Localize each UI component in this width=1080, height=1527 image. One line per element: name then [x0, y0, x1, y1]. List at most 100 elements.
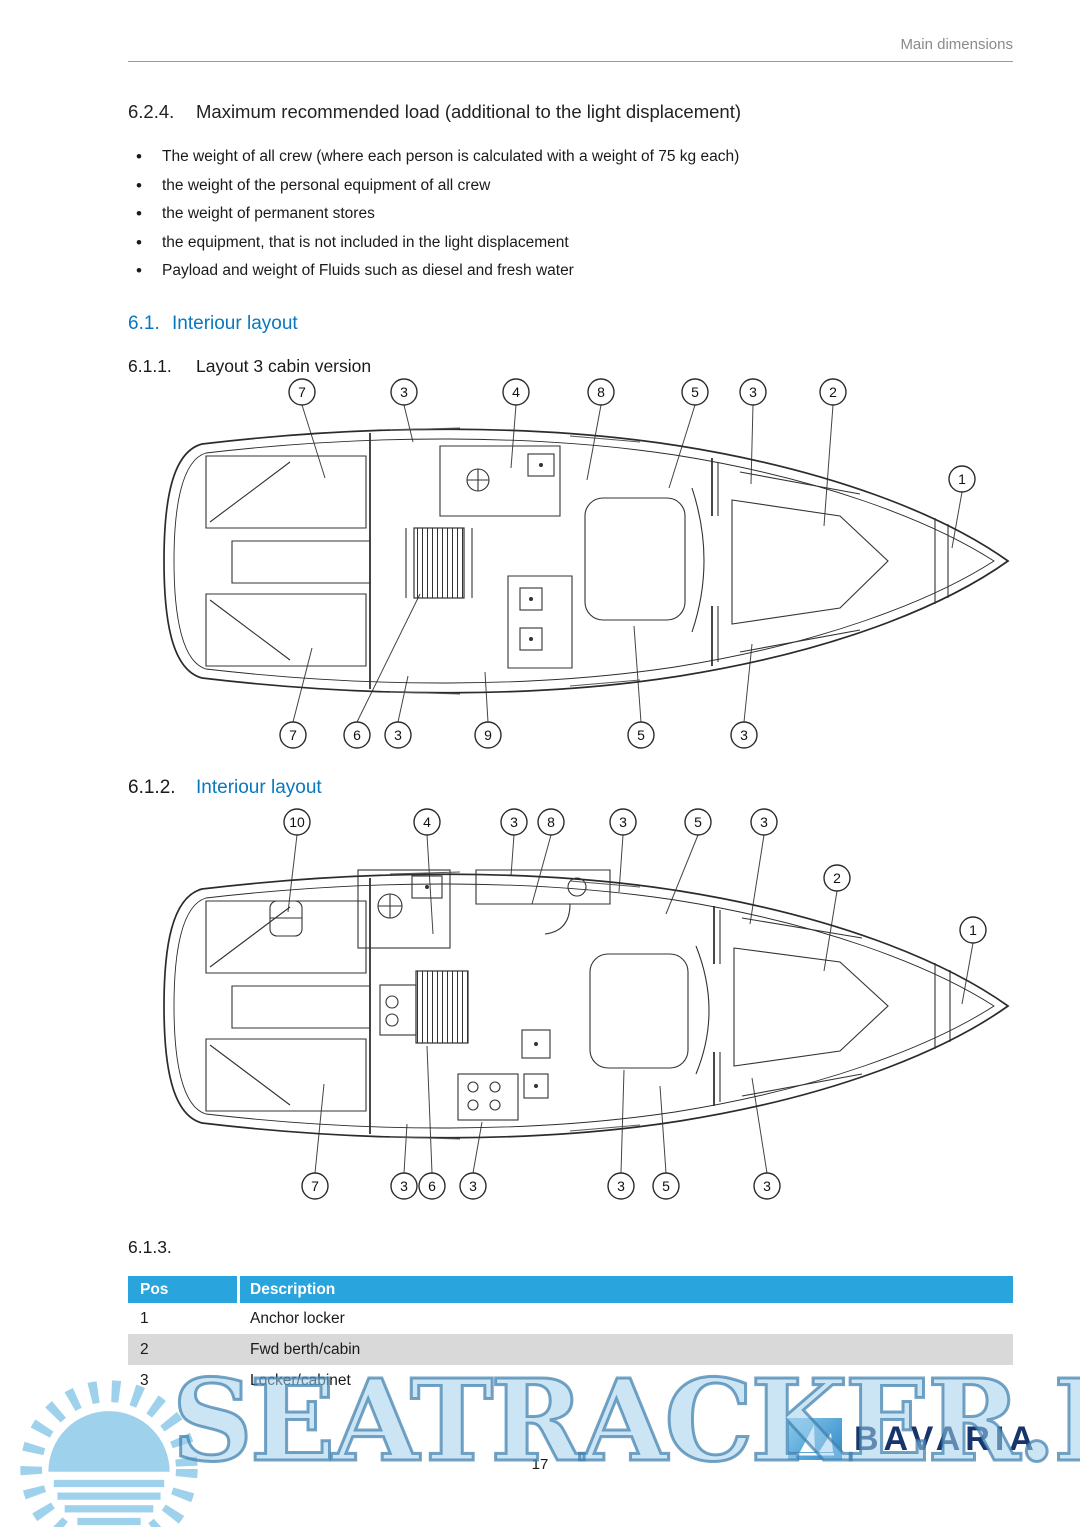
callout-leader-lines	[292, 404, 963, 723]
hull-inner-line	[173, 883, 995, 1129]
callout-3: 3	[607, 1172, 635, 1200]
callout-8: 8	[537, 808, 565, 836]
bullet-list: • The weight of all crew (where each per…	[136, 143, 739, 286]
section-title: Interiour layout	[196, 777, 322, 798]
callout-3: 3	[384, 721, 412, 749]
svg-text:5: 5	[691, 384, 699, 400]
hull-outline	[163, 873, 1010, 1139]
sail-icon	[796, 1425, 834, 1456]
interior-layout-lines	[205, 869, 951, 1140]
svg-text:3: 3	[510, 814, 518, 830]
svg-text:7: 7	[298, 384, 306, 400]
cell-description: Anchor locker	[250, 1309, 345, 1327]
callout-7: 7	[301, 1172, 329, 1200]
callout-5: 5	[652, 1172, 680, 1200]
callout-4: 4	[413, 808, 441, 836]
svg-text:3: 3	[763, 1178, 771, 1194]
svg-text:3: 3	[760, 814, 768, 830]
boat-plan-interior-diagram: 10 4 3 8 3 5 3 2 1 7 3 6 3 3 5 3	[140, 806, 1020, 1211]
svg-text:3: 3	[749, 384, 757, 400]
hull-inner-line	[173, 438, 995, 684]
callout-3: 3	[609, 808, 637, 836]
svg-text:1: 1	[969, 922, 977, 938]
head-sink	[527, 453, 555, 477]
table-row: 3 Locker/cabinet	[128, 1365, 1013, 1396]
fwd-berth	[731, 499, 889, 625]
galley-stove	[457, 1073, 519, 1121]
header-rule	[128, 61, 1013, 62]
section-number: 6.1.1.	[128, 356, 172, 376]
callout-6: 6	[343, 721, 371, 749]
section-heading-611: 6.1.1. Layout 3 cabin version	[128, 356, 371, 377]
callout-8: 8	[587, 378, 615, 406]
callout-3: 3	[500, 808, 528, 836]
list-item: • Payload and weight of Fluids such as d…	[136, 257, 739, 286]
svg-text:3: 3	[617, 1178, 625, 1194]
svg-text:8: 8	[547, 814, 555, 830]
hull-outline	[163, 428, 1010, 694]
callouts: 10 4 3 8 3 5 3 2 1 7 3 6 3 3 5 3	[283, 808, 987, 1200]
svg-text:10: 10	[289, 814, 305, 830]
table-row: 2 Fwd berth/cabin	[128, 1334, 1013, 1365]
svg-text:7: 7	[311, 1178, 319, 1194]
svg-text:5: 5	[694, 814, 702, 830]
cell-description: Fwd berth/cabin	[250, 1340, 361, 1358]
list-item: • the equipment, that is not included in…	[136, 229, 739, 258]
callout-6: 6	[418, 1172, 446, 1200]
svg-text:3: 3	[400, 1178, 408, 1194]
section-heading-624: 6.2.4. Maximum recommended load (additio…	[128, 101, 741, 123]
header-gap	[237, 1276, 240, 1303]
cell-pos: 3	[140, 1371, 149, 1389]
callout-4: 4	[502, 378, 530, 406]
list-item: • the weight of the personal equipment o…	[136, 172, 739, 201]
callouts: 7 3 4 8 5 3 2 1 7 6 3 9 5 3	[279, 378, 976, 749]
boat-plan-interior: 10 4 3 8 3 5 3 2 1 7 3 6 3 3 5 3	[163, 808, 1010, 1200]
page-number: 17	[531, 1456, 549, 1473]
section-number: 6.2.4.	[128, 101, 175, 122]
svg-text:3: 3	[469, 1178, 477, 1194]
svg-text:9: 9	[484, 727, 492, 743]
callout-1: 1	[948, 465, 976, 493]
callout-7: 7	[279, 721, 307, 749]
svg-text:5: 5	[662, 1178, 670, 1194]
callout-3: 3	[459, 1172, 487, 1200]
head-compartment	[357, 869, 451, 949]
callout-3: 3	[390, 1172, 418, 1200]
list-item: • The weight of all crew (where each per…	[136, 143, 739, 172]
section-number: 6.1.2.	[128, 777, 176, 798]
section-heading-613: 6.1.3.	[128, 1237, 172, 1258]
svg-text:6: 6	[353, 727, 361, 743]
callout-3: 3	[753, 1172, 781, 1200]
svg-text:6: 6	[428, 1178, 436, 1194]
svg-text:4: 4	[512, 384, 520, 400]
cell-description: Locker/cabinet	[250, 1371, 351, 1389]
callout-5: 5	[684, 808, 712, 836]
boat-plan-3-cabin-diagram: 7 3 4 8 5 3 2 1 7 6 3 9 5 3	[140, 376, 1020, 756]
bullet-text: Payload and weight of Fluids such as die…	[162, 262, 574, 279]
svg-text:8: 8	[597, 384, 605, 400]
bullet-icon: •	[136, 232, 142, 252]
section-title: Interiour layout	[172, 313, 298, 334]
svg-text:4: 4	[423, 814, 431, 830]
callout-1: 1	[959, 916, 987, 944]
section-number: 6.1.	[128, 313, 160, 334]
bullet-icon: •	[136, 204, 142, 223]
column-header-pos: Pos	[128, 1276, 237, 1303]
column-header-description: Description	[240, 1276, 1013, 1303]
svg-text:7: 7	[289, 727, 297, 743]
cell-pos: 1	[140, 1309, 149, 1327]
bavaria-logo: BAVARIA	[788, 1418, 1039, 1460]
section-number: 6.1.3.	[128, 1237, 172, 1257]
fwd-berth	[733, 947, 889, 1067]
bullet-text: The weight of all crew (where each perso…	[162, 148, 740, 165]
bullet-icon: •	[136, 261, 142, 280]
svg-text:3: 3	[619, 814, 627, 830]
svg-text:1: 1	[958, 471, 966, 487]
callout-2: 2	[823, 864, 851, 892]
table-header-row: Pos Description	[128, 1276, 1013, 1303]
section-title: Maximum recommended load (additional to …	[196, 101, 741, 122]
bullet-text: the weight of permanent stores	[162, 205, 375, 222]
watermark-sun-icon	[20, 1380, 198, 1527]
galley-sink	[521, 1029, 551, 1059]
